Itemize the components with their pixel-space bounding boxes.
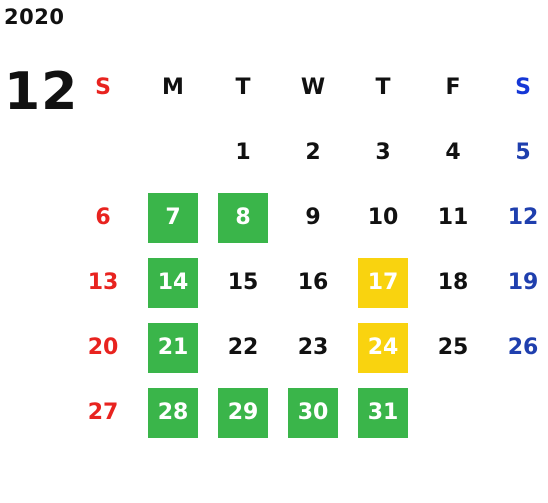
weekday-header-friday: F — [445, 75, 461, 100]
day-number-highlighted: 24 — [358, 322, 408, 373]
day-cell-sunday: 27 — [68, 380, 138, 445]
day-cell: 3 — [348, 120, 418, 185]
day-number-highlighted: 7 — [148, 192, 198, 243]
day-cell-empty — [138, 120, 208, 185]
day-number: 12 — [507, 205, 539, 230]
day-cell: 30 — [278, 380, 348, 445]
day-number: 16 — [297, 270, 329, 295]
day-number: 25 — [437, 335, 469, 360]
day-number: 27 — [87, 400, 119, 425]
day-number: 9 — [305, 205, 321, 230]
day-cell: 18 — [418, 250, 488, 315]
day-number: 3 — [375, 140, 391, 165]
day-number: 6 — [95, 205, 111, 230]
day-cell: 22 — [208, 315, 278, 380]
day-number-highlighted: 8 — [218, 192, 268, 243]
weekday-header-monday: M — [162, 75, 184, 100]
day-number: 2 — [305, 140, 321, 165]
day-number: 5 — [515, 140, 531, 165]
day-number-highlighted: 29 — [218, 387, 268, 438]
day-number: 22 — [227, 335, 259, 360]
weekday-header-tuesday: T — [235, 75, 251, 100]
day-cell: 17 — [348, 250, 418, 315]
day-cell: 28 — [138, 380, 208, 445]
day-number-highlighted: 30 — [288, 387, 338, 438]
day-number-highlighted: 14 — [148, 257, 198, 308]
day-cell: 1 — [208, 120, 278, 185]
day-number: 11 — [437, 205, 469, 230]
day-cell: 2 — [278, 120, 348, 185]
day-cell: 23 — [278, 315, 348, 380]
day-cell: 24 — [348, 315, 418, 380]
day-cell-sunday: 13 — [68, 250, 138, 315]
calendar-grid: S M T W T F S 1 2 3 4 5 6 7 8 9 10 11 12… — [68, 55, 548, 445]
day-number: 23 — [297, 335, 329, 360]
weekday-header-thursday: T — [375, 75, 391, 100]
day-number-highlighted: 17 — [358, 257, 408, 308]
day-number-highlighted: 28 — [148, 387, 198, 438]
day-number: 13 — [87, 270, 119, 295]
day-cell-saturday: 12 — [488, 185, 548, 250]
day-number: 4 — [445, 140, 461, 165]
day-number: 20 — [87, 335, 119, 360]
day-cell-empty — [68, 120, 138, 185]
day-number: 15 — [227, 270, 259, 295]
day-cell: 8 — [208, 185, 278, 250]
day-cell-saturday: 19 — [488, 250, 548, 315]
day-cell: 9 — [278, 185, 348, 250]
weekday-header-saturday: S — [515, 75, 531, 100]
day-cell: 7 — [138, 185, 208, 250]
day-cell: 11 — [418, 185, 488, 250]
day-cell: 4 — [418, 120, 488, 185]
day-cell: 14 — [138, 250, 208, 315]
day-cell-sunday: 6 — [68, 185, 138, 250]
day-cell-sunday: 20 — [68, 315, 138, 380]
day-cell-empty — [418, 380, 488, 445]
day-number: 18 — [437, 270, 469, 295]
weekday-header-wednesday: W — [300, 75, 326, 100]
day-cell-saturday: 26 — [488, 315, 548, 380]
day-number: 10 — [367, 205, 399, 230]
day-number: 26 — [507, 335, 539, 360]
day-number-highlighted: 21 — [148, 322, 198, 373]
day-cell: 15 — [208, 250, 278, 315]
day-cell-saturday: 5 — [488, 120, 548, 185]
day-number-highlighted: 31 — [358, 387, 408, 438]
day-cell: 31 — [348, 380, 418, 445]
day-cell: 25 — [418, 315, 488, 380]
year-label: 2020 — [4, 5, 65, 29]
day-cell-empty — [488, 380, 548, 445]
day-cell: 21 — [138, 315, 208, 380]
month-label: 12 — [4, 62, 79, 122]
day-number: 1 — [235, 140, 251, 165]
day-cell: 29 — [208, 380, 278, 445]
day-cell: 10 — [348, 185, 418, 250]
weekday-header-sunday: S — [95, 75, 111, 100]
day-cell: 16 — [278, 250, 348, 315]
day-number: 19 — [507, 270, 539, 295]
